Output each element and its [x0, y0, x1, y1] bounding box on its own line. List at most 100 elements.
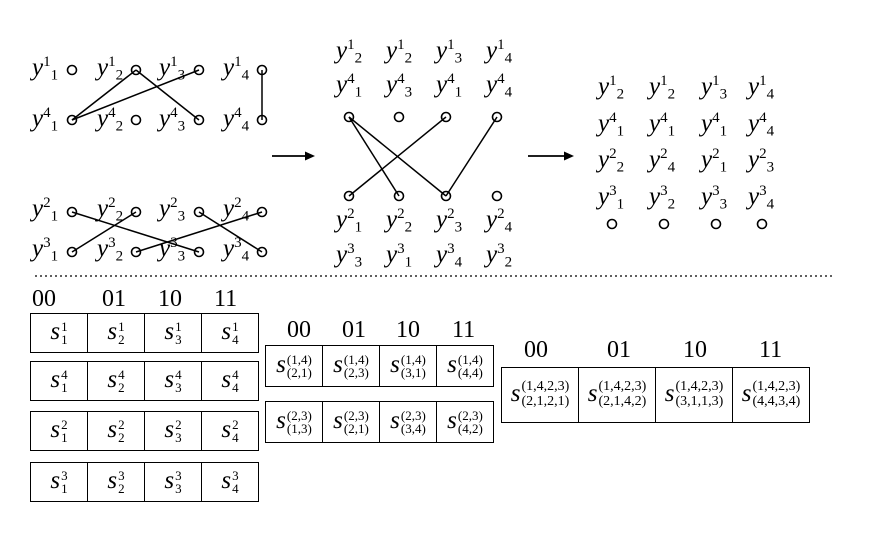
- middle-top-node-2: [393, 111, 405, 123]
- right-row3-label-4: y23: [748, 146, 775, 176]
- table3-header-10: 10: [683, 337, 707, 363]
- left-bottom-row2-label-2: y32: [97, 235, 124, 265]
- table2-header-01: 01: [342, 317, 366, 343]
- left-bottom-row2-label-1: y31: [32, 235, 59, 265]
- table2-row2-r1-c3: s(2,3)(3,4): [390, 407, 426, 437]
- table2-row1-r1-c3: s(1,4)(3,1): [390, 351, 426, 381]
- table2-row2-cell: s(2,3)(3,4): [379, 401, 437, 443]
- middle-top-row1-label-1: y12: [336, 37, 363, 67]
- right-row1-label-4: y14: [748, 73, 775, 103]
- table2-row1-r1-c2: s(1,4)(2,3): [333, 351, 369, 381]
- middle-bottom-row1-label-2: y22: [386, 206, 413, 236]
- right-row4-label-4: y34: [748, 183, 775, 213]
- middle-bottom-row1-label-4: y24: [486, 206, 513, 236]
- edge-middle-b: [348, 116, 400, 197]
- right-row3-label-1: y22: [598, 146, 625, 176]
- table2-header-11: 11: [452, 317, 476, 343]
- table3-row1-r1-c2: s(1,4,2,3)(2,1,4,2): [587, 379, 647, 409]
- right-row3-label-2: y24: [649, 146, 676, 176]
- middle-bottom-row2-label-3: y34: [436, 241, 463, 271]
- middle-top-row1-label-3: y13: [436, 37, 463, 67]
- table2-row1-r1-c1: s(1,4)(2,1): [276, 351, 312, 381]
- right-row2-label-1: y41: [598, 110, 625, 140]
- table2-row2-cell: s(2,3)(4,2): [436, 401, 494, 443]
- edge-left-bottom-d: [135, 211, 263, 253]
- right-row2-label-2: y41: [649, 110, 676, 140]
- left-top-row2-node-2: [130, 114, 142, 126]
- table3-row1-r1-c1: s(1,4,2,3)(2,1,2,1): [510, 379, 570, 409]
- right-row1-label-1: y12: [598, 73, 625, 103]
- table2-row2: s(2,3)(1,3) s(2,3)(2,1) s(2,3)(3,4) s(2,3)(…: [265, 401, 494, 443]
- middle-top-row2-label-4: y44: [486, 71, 513, 101]
- middle-top-row2-label-1: y41: [336, 71, 363, 101]
- left-top-row2-label-4: y44: [223, 105, 250, 135]
- right-row2-label-3: y41: [701, 110, 728, 140]
- edge-left-bottom-c: [198, 211, 263, 253]
- edge-left-top-c: [135, 69, 200, 121]
- table3-row1-r1-c3: s(1,4,2,3)(3,1,1,3): [664, 379, 724, 409]
- left-top-row1-label-1: y11: [32, 54, 59, 84]
- middle-bottom-row2-label-2: y31: [386, 241, 413, 271]
- right-row1-label-3: y13: [701, 73, 728, 103]
- table1-header-11: 11: [214, 286, 238, 312]
- table2-row1: s(1,4)(2,1)s(1,4)(2,3)s(1,4)(3,1)s(1,4)(…: [265, 345, 494, 387]
- table2-header-00: 00: [287, 317, 311, 343]
- table3-row1-r1-c4: s(1,4,2,3)(4,4,3,4): [741, 379, 801, 409]
- table2-row2-r1-c2: s(2,3)(2,1): [333, 407, 369, 437]
- right-row3-label-3: y21: [701, 146, 728, 176]
- right-node-2: [658, 218, 670, 230]
- right-row2-label-4: y44: [748, 110, 775, 140]
- left-top-row2-label-1: y41: [32, 105, 59, 135]
- table3-row1-cell: s(1,4,2,3)(2,1,2,1): [501, 367, 579, 423]
- left-top-row2-label-2: y42: [97, 105, 124, 135]
- middle-top-row1-label-4: y14: [486, 37, 513, 67]
- table2-row1-cell: s(1,4)(2,1): [265, 345, 323, 387]
- left-top-row1-label-4: y14: [223, 54, 250, 84]
- right-node-4: [756, 218, 768, 230]
- edge-middle-c: [348, 116, 447, 197]
- middle-bottom-row2-label-1: y33: [336, 241, 363, 271]
- edge-left-top-b: [71, 69, 200, 121]
- right-row4-label-1: y31: [598, 183, 625, 213]
- edge-left-bottom-a: [71, 211, 200, 253]
- middle-top-row2-label-3: y41: [436, 71, 463, 101]
- middle-top-row2-label-2: y43: [386, 71, 413, 101]
- middle-bottom-row1-label-1: y21: [336, 206, 363, 236]
- left-bottom-row1-label-1: y21: [32, 195, 59, 225]
- table2-row2-r1-c4: s(2,3)(4,2): [447, 407, 483, 437]
- right-row1-label-2: y12: [649, 73, 676, 103]
- left-bottom-row1-label-2: y22: [97, 195, 124, 225]
- table1-header-10: 10: [158, 286, 182, 312]
- table2-row2-cell: s(2,3)(2,1): [322, 401, 380, 443]
- transition-arrows: [272, 151, 574, 161]
- edge-left-top-a: [71, 69, 137, 121]
- table3-row1-cell: s(1,4,2,3)(3,1,1,3): [655, 367, 733, 423]
- table1-header-00: 00: [32, 286, 56, 312]
- table2-row2-cell: s(2,3)(1,3): [265, 401, 323, 443]
